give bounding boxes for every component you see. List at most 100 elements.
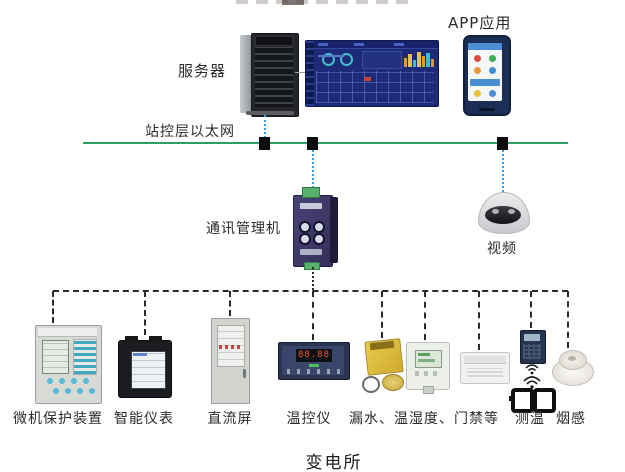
- dashboard-text-line: [318, 55, 344, 57]
- drop-to-access: [478, 291, 480, 350]
- label-dc-panel: 直流屏: [207, 411, 253, 427]
- protection-relay-image: [35, 325, 102, 404]
- wtemp-terminal-grid: [523, 344, 541, 359]
- gateway-port-3: [299, 233, 311, 245]
- drop-server-to-ethernet: [264, 115, 266, 138]
- gateway-port-1: [299, 221, 311, 233]
- wifi-icon: [523, 376, 541, 389]
- leak-cable-ring: [362, 376, 380, 393]
- comm-gateway-image: [293, 187, 338, 270]
- drop-to-leak: [381, 291, 383, 338]
- leak-sensor-image: [362, 338, 406, 393]
- server-tower-image: [240, 33, 299, 117]
- thum-lcd-line-1: [418, 353, 430, 356]
- scada-dashboard-image: [305, 40, 439, 107]
- cabinet-handle: [243, 369, 246, 378]
- ethernet-node-1: [259, 137, 270, 150]
- app-icon-green: [489, 55, 496, 62]
- substation-title: 变电所: [305, 453, 363, 472]
- drop-ethernet-to-gateway: [312, 150, 314, 188]
- dc-panel-image: [211, 318, 250, 404]
- phone-banner: [470, 79, 500, 86]
- drop-to-relay: [52, 291, 54, 323]
- dashboard-sidebar: [306, 41, 314, 106]
- gateway-label: 通讯管理机: [206, 221, 281, 237]
- server-side-panel: [240, 35, 252, 113]
- app-icon-red: [474, 55, 481, 62]
- wifi-icon: [525, 364, 539, 375]
- ct-clamp-2: [531, 388, 556, 413]
- app-label: APP应用: [448, 14, 512, 32]
- meter-tab-1: [125, 336, 138, 342]
- relay-keypad: [42, 376, 95, 398]
- temp-controller-image: 88.88: [278, 342, 350, 380]
- leak-sensor-puck: [382, 374, 404, 391]
- smoke-detector-image: [552, 350, 594, 386]
- smart-meter-image: [118, 336, 172, 398]
- accbox-top-strip: [464, 356, 506, 364]
- dashboard-header: [314, 41, 438, 49]
- label-temp-controller: 温控仪: [286, 411, 332, 427]
- dashboard-bar-chart: [404, 51, 434, 67]
- thum-lcd-line-2: [418, 359, 435, 362]
- ethernet-node-2: [307, 137, 318, 150]
- phone-screen: [468, 43, 502, 101]
- cropped-title-fragment: [236, 0, 412, 4]
- drop-ethernet-to-camera: [502, 150, 504, 192]
- drop-to-thum: [424, 291, 426, 340]
- cropped-title-fragment-dark: [282, 0, 304, 5]
- dashboard-gauge-1: [322, 53, 335, 66]
- dashboard-red-marker: [364, 77, 371, 81]
- meter-screen-highlight: [133, 353, 147, 356]
- gateway-label-plate-2: [300, 249, 322, 255]
- label-smart-meter: 智能仪表: [114, 411, 174, 427]
- access-controller-image: [460, 352, 510, 384]
- temp-humidity-image: [406, 342, 450, 394]
- mobile-app-phone-image: [463, 35, 511, 116]
- ethernet-label: 站控层以太网: [145, 124, 235, 140]
- relay-lcd: [42, 340, 69, 374]
- wtemp-screen: [524, 334, 540, 341]
- gateway-terminal-top: [302, 187, 320, 198]
- camera-lens-gleam-1: [492, 209, 499, 214]
- dashboard-panel: [362, 51, 402, 69]
- drop-gateway-to-fieldbus: [312, 267, 314, 290]
- thum-buttons: [415, 371, 441, 376]
- server-top-panel: [255, 36, 293, 46]
- field-bus-line: [53, 290, 568, 292]
- server-base: [246, 111, 294, 115]
- ethernet-node-3: [497, 137, 508, 150]
- drop-to-meter: [144, 291, 146, 335]
- tctrl-buttons: [287, 369, 341, 374]
- gateway-port-2: [313, 221, 325, 233]
- wireless-temp-sensor-image: [509, 330, 556, 413]
- thum-probe-stub: [423, 386, 434, 394]
- dome-camera-image: [478, 192, 530, 234]
- app-icon-blue: [489, 67, 496, 74]
- drop-to-smoke: [567, 291, 569, 348]
- tctrl-green-indicator: [309, 364, 319, 367]
- accbox-vents: [467, 368, 503, 377]
- app-icon-yellow: [474, 90, 481, 97]
- dashboard-gauge-2: [340, 53, 353, 66]
- relay-top-strip: [38, 328, 97, 337]
- server-monitor-link: [295, 72, 307, 73]
- meter-screen: [131, 351, 166, 389]
- label-wireless-temp: 测温: [515, 411, 545, 427]
- video-label: 视频: [487, 241, 517, 257]
- camera-tinted-window: [485, 206, 521, 224]
- label-leak-thum-access: 漏水、温湿度、门禁等: [349, 411, 499, 427]
- drop-to-cabinet: [229, 291, 231, 316]
- gateway-port-4: [313, 233, 325, 245]
- gateway-side: [330, 197, 338, 263]
- server-drive-bays: [255, 47, 293, 107]
- tctrl-display: 88.88: [296, 349, 332, 362]
- phone-app-header: [468, 43, 502, 50]
- drop-to-tctrl: [312, 291, 314, 340]
- phone-home-bar: [479, 108, 495, 111]
- cabinet-breaker-row: [219, 345, 241, 349]
- drop-to-wtemp: [530, 291, 532, 328]
- meter-tab-2: [149, 336, 162, 342]
- label-smoke-detector: 烟感: [556, 411, 586, 427]
